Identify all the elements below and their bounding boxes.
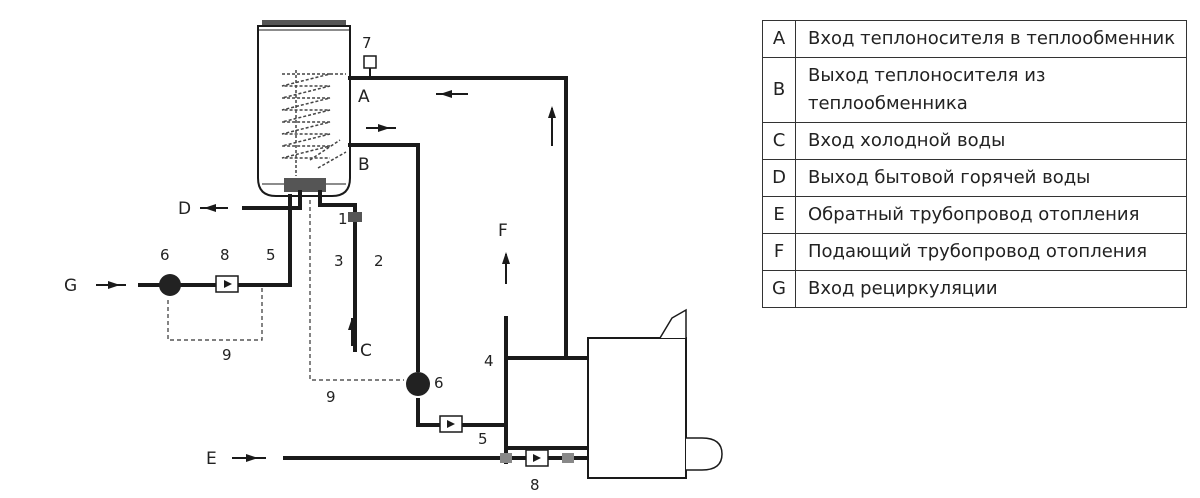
label-C: C — [360, 341, 372, 361]
water-heater-tank — [257, 20, 351, 197]
connection-diagram: A B C D E F G 7 1 2 3 4 5 5 6 6 8 8 9 9 — [64, 20, 723, 494]
num-8-g: 8 — [220, 246, 230, 264]
num-7: 7 — [362, 34, 372, 52]
point-labels: A B C D E F G — [64, 87, 508, 469]
pump-g — [159, 274, 181, 296]
safety-valve — [348, 212, 362, 222]
legend-key: B — [762, 57, 796, 123]
label-A: A — [358, 87, 370, 107]
num-6-g: 6 — [160, 246, 170, 264]
pipe-network — [138, 68, 592, 464]
num-4: 4 — [484, 352, 494, 370]
legend-desc: Подающий трубопровод отопления — [795, 233, 1187, 271]
pump-b — [406, 372, 430, 396]
components — [159, 55, 574, 467]
tank-bottom-flange — [284, 178, 326, 192]
legend-desc: Выход бытовой горячей воды — [795, 159, 1187, 197]
num-5-g: 5 — [266, 246, 276, 264]
num-2: 2 — [374, 252, 384, 270]
num-3: 3 — [334, 252, 344, 270]
legend-key: C — [762, 122, 796, 160]
legend-desc: Вход теплоносителя в теплообменник — [795, 20, 1187, 58]
legend-row: D Выход бытовой горячей воды — [762, 159, 1187, 197]
label-G: G — [64, 276, 77, 296]
sensor-lines — [167, 200, 404, 381]
label-E: E — [206, 449, 217, 469]
legend-row: F Подающий трубопровод отопления — [762, 233, 1187, 271]
legend-key: E — [762, 196, 796, 234]
num-9-b: 9 — [326, 388, 336, 406]
air-vent — [363, 55, 377, 69]
legend-key: A — [762, 20, 796, 58]
label-B: B — [358, 155, 370, 175]
boiler — [587, 308, 723, 479]
legend-desc: Вход рециркуляции — [795, 270, 1187, 308]
legend-key: G — [762, 270, 796, 308]
component-numbers: 7 1 2 3 4 5 5 6 6 8 8 9 9 — [160, 34, 540, 494]
num-9-g: 9 — [222, 346, 232, 364]
heat-exchanger-coil — [281, 70, 347, 176]
num-8-e: 8 — [530, 476, 540, 494]
num-5-b: 5 — [478, 430, 488, 448]
num-1: 1 — [338, 210, 348, 228]
legend-key: D — [762, 159, 796, 197]
label-D: D — [178, 199, 191, 219]
legend-row: E Обратный трубопровод отопления — [762, 196, 1187, 234]
legend-row: G Вход рециркуляции — [762, 270, 1187, 308]
legend-desc: Выход теплоносителя из теплообменника — [795, 57, 1187, 123]
flow-arrows — [96, 90, 556, 462]
legend-row: B Выход теплоносителя из теплообменника — [762, 57, 1187, 123]
legend-desc: Обратный трубопровод отопления — [795, 196, 1187, 234]
legend-row: C Вход холодной воды — [762, 122, 1187, 160]
legend-desc: Вход холодной воды — [795, 122, 1187, 160]
legend-row: A Вход теплоносителя в теплообменник — [762, 20, 1187, 58]
num-6-b: 6 — [434, 374, 444, 392]
legend-table: A Вход теплоносителя в теплообменник B В… — [762, 20, 1187, 308]
label-F: F — [498, 221, 508, 241]
legend-key: F — [762, 233, 796, 271]
